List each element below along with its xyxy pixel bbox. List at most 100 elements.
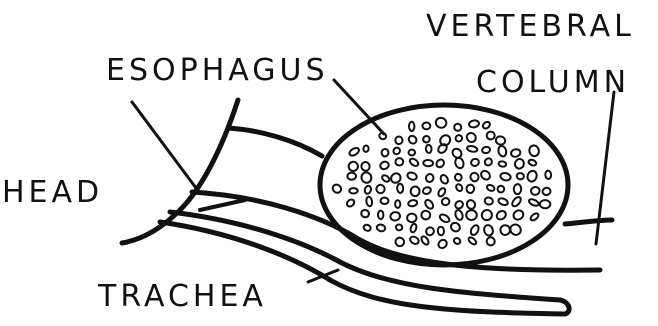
bone-cell xyxy=(438,226,445,235)
bone-cell xyxy=(454,157,465,170)
bone-cell xyxy=(409,150,416,156)
bone-cell xyxy=(408,199,418,207)
bone-cell xyxy=(511,196,523,208)
bone-cell xyxy=(542,187,551,196)
bone-cell xyxy=(394,237,405,248)
bone-cell xyxy=(465,199,476,211)
bone-cell xyxy=(376,223,386,232)
bone-cell xyxy=(486,184,495,192)
bone-cell xyxy=(510,148,521,158)
bone-cell xyxy=(409,235,420,245)
bone-cell xyxy=(485,236,496,247)
bone-cell xyxy=(437,238,449,250)
bone-cell xyxy=(467,236,477,246)
bone-cell xyxy=(484,197,494,206)
bone-cell xyxy=(497,197,508,206)
bone-cell xyxy=(348,161,359,172)
bone-cell xyxy=(500,225,510,235)
bone-cell xyxy=(454,123,462,131)
bone-cell xyxy=(407,134,418,145)
bone-cell xyxy=(545,170,551,179)
bone-cell xyxy=(480,208,494,222)
bone-cell xyxy=(453,237,462,245)
trachea-label: TRACHEA xyxy=(97,279,267,314)
bone-cell xyxy=(531,187,540,196)
bone-cell xyxy=(512,209,525,222)
bone-cell xyxy=(408,157,419,167)
bone-cell xyxy=(454,200,465,210)
head-label: HEAD xyxy=(2,175,103,210)
bone-cell xyxy=(378,211,384,219)
bone-cell xyxy=(423,160,433,167)
bone-cell xyxy=(348,146,360,157)
bone-cell xyxy=(449,221,461,233)
bone-cell xyxy=(360,209,370,218)
bone-cell xyxy=(435,158,446,169)
vertebral-body xyxy=(320,105,568,265)
bone-cell xyxy=(392,146,401,155)
bone-cell xyxy=(468,120,479,128)
bone-cell xyxy=(498,161,506,167)
bone-cell xyxy=(497,145,507,157)
bone-cell xyxy=(495,135,506,145)
bone-cell xyxy=(422,186,432,195)
esophagus-leader-line xyxy=(132,102,196,188)
bone-cell xyxy=(482,146,491,154)
bone-cell xyxy=(466,210,477,220)
bone-cell xyxy=(540,200,551,208)
bone-cell xyxy=(497,185,505,193)
bone-cell xyxy=(514,158,525,170)
bone-cell xyxy=(424,198,435,210)
bone-cell xyxy=(529,212,539,222)
bone-cell xyxy=(360,171,373,184)
bone-cell xyxy=(441,197,450,206)
bone-cell xyxy=(455,183,464,192)
bone-cell xyxy=(407,213,417,222)
bone-cell xyxy=(454,134,463,142)
bone-cell xyxy=(439,213,451,224)
bone-cell xyxy=(363,145,369,152)
bone-cell xyxy=(470,158,480,167)
vertebral-label-line2: COLUMN xyxy=(476,65,630,100)
bone-cell xyxy=(410,186,419,196)
tube-junction xyxy=(200,200,245,210)
bone-cell xyxy=(381,174,391,183)
bone-cell xyxy=(347,172,356,179)
bone-cell xyxy=(409,122,415,131)
bone-cell xyxy=(360,161,371,172)
bone-cell xyxy=(395,200,400,208)
bone-cell xyxy=(381,198,389,204)
bone-cell xyxy=(483,224,495,237)
bone-cell xyxy=(495,209,507,221)
bone-cell xyxy=(500,172,512,182)
bone-cell xyxy=(425,173,435,183)
bone-cell xyxy=(425,226,435,236)
bone-cell xyxy=(406,171,417,181)
bone-cell xyxy=(483,157,493,167)
bone-cell xyxy=(349,188,357,193)
bone-texture xyxy=(331,116,551,249)
bone-cell xyxy=(364,185,372,194)
vertebral-column-line xyxy=(565,220,612,224)
bone-cell xyxy=(395,224,403,231)
bone-cell xyxy=(422,122,430,129)
bone-cell xyxy=(469,224,480,236)
bone-cell xyxy=(395,136,402,144)
bone-cell xyxy=(437,187,447,198)
bone-cell xyxy=(390,211,401,221)
bone-cell xyxy=(395,158,403,166)
bone-cell xyxy=(376,184,385,193)
bone-cell xyxy=(467,145,478,152)
bone-cell xyxy=(466,184,474,193)
bone-cell xyxy=(454,173,463,182)
bone-cell xyxy=(482,121,492,130)
neck-dorsal-line xyxy=(228,128,322,156)
bone-cell xyxy=(363,224,372,232)
bone-cell xyxy=(434,116,447,129)
bone-cell xyxy=(366,196,373,206)
bone-cell xyxy=(422,135,431,144)
bone-cell xyxy=(514,184,522,194)
bone-cell xyxy=(486,131,495,140)
bone-cell xyxy=(426,145,432,153)
